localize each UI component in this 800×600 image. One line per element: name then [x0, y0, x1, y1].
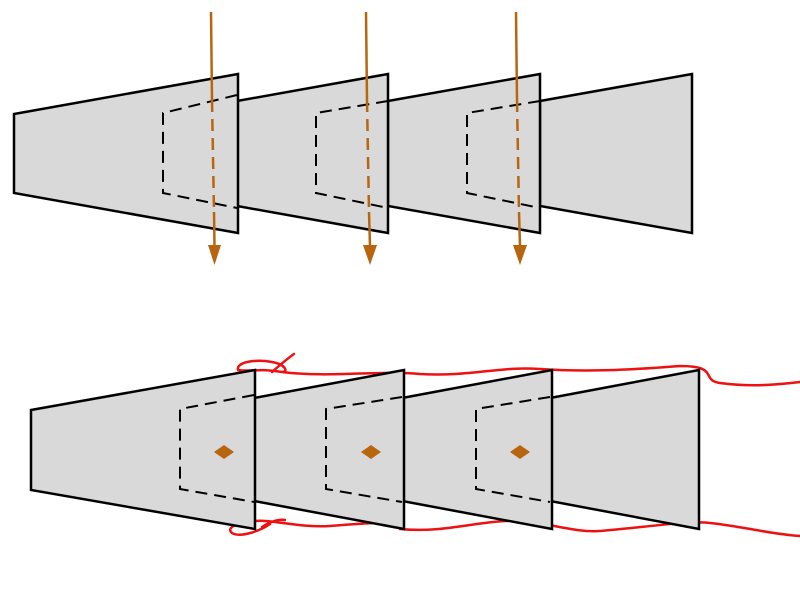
stitch-hole-1	[214, 445, 234, 459]
top-hidden-edge-3	[466, 100, 541, 209]
stitch-hole-3	[510, 445, 530, 459]
needle-arrowhead-icon	[363, 245, 377, 265]
thread-top-pass	[236, 359, 800, 387]
bottom-panel-2	[252, 368, 406, 531]
bottom-panel-1	[29, 368, 257, 531]
top-assembly	[12, 11, 694, 265]
bottom-hidden-edge-2	[325, 396, 403, 503]
needle-arrowhead-icon	[208, 245, 221, 265]
top-needle-1	[208, 11, 221, 265]
bottom-hidden-edge-3	[475, 396, 551, 503]
bottom-assembly	[29, 352, 800, 538]
top-needle-3	[513, 11, 527, 265]
top-hidden-edge-1	[162, 94, 238, 209]
bottom-hidden-edge-1	[179, 394, 255, 503]
top-panel-1	[12, 72, 240, 235]
thread-bottom-knot	[260, 518, 287, 529]
top-panel-4	[538, 72, 694, 235]
needle-arrowhead-icon	[513, 245, 527, 265]
stitch-hole-2	[361, 445, 381, 459]
top-panel-2	[235, 72, 390, 235]
top-needle-2	[363, 11, 377, 265]
bottom-panel-4	[548, 368, 701, 531]
thread-top-knot	[270, 352, 296, 374]
